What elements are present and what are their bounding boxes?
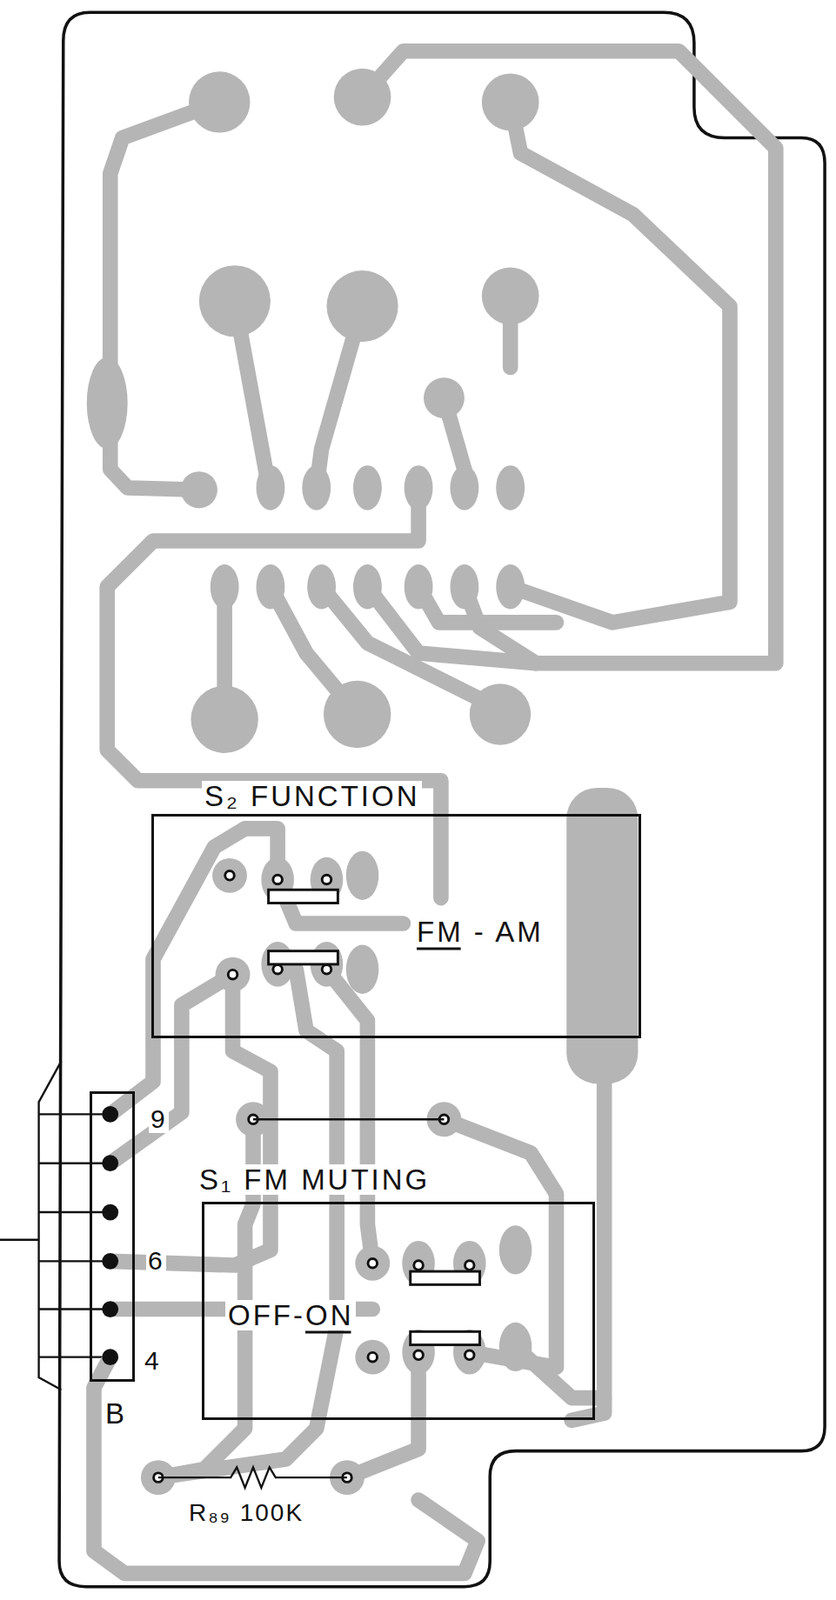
oval-pad [495, 465, 525, 511]
copper-pad [215, 957, 251, 993]
copper-pad [469, 683, 531, 745]
switch-contact [410, 1271, 481, 1285]
pin-number: 6 [146, 1247, 167, 1276]
switch-outline: S₂ FUNCTIONFM - AM [151, 814, 642, 1039]
lead-wire [39, 1308, 111, 1311]
drill-hole [414, 1261, 424, 1271]
copper-trace [418, 587, 556, 623]
copper-pad [354, 1246, 390, 1282]
copper-pad [326, 270, 398, 342]
oval-pad [449, 465, 479, 511]
copper-pad [180, 471, 218, 509]
oval-pad [346, 851, 380, 901]
copper-trace [326, 969, 373, 1265]
copper-trace [110, 829, 278, 1116]
copper-pad [481, 73, 540, 132]
lead-wire [39, 1211, 111, 1214]
oval-pad [210, 564, 240, 610]
lead-wire [39, 1163, 111, 1165]
switch-contact [268, 889, 339, 903]
oval-pad [404, 564, 434, 610]
resistor-symbol [158, 1467, 348, 1488]
copper-pad [354, 1340, 390, 1376]
switch-outline: S₁ FM MUTINGOFF-ON [201, 1202, 596, 1421]
lead-wire [39, 1356, 111, 1358]
header-pin [101, 1204, 119, 1222]
drill-hole [227, 969, 238, 980]
copper-pad [188, 71, 250, 133]
copper-traces [93, 51, 776, 1575]
resistor-label: R₈₉ 100K [187, 1500, 306, 1527]
oval-pad [499, 1225, 533, 1275]
drill-hole [367, 1258, 378, 1269]
copper-pads [140, 68, 540, 1496]
pin-number: 4 [142, 1347, 163, 1376]
switch-label: FM - AM [414, 916, 547, 948]
board-outline [59, 12, 825, 1588]
header-pin [101, 1106, 119, 1124]
drill-hole [464, 1261, 475, 1271]
header-pin [101, 1155, 119, 1172]
copper-trace [110, 975, 234, 1164]
oval-pad [86, 357, 128, 450]
header-pin [101, 1349, 119, 1366]
drill-hole [414, 1350, 424, 1361]
oval-pad [495, 564, 525, 610]
lead-wire [39, 1061, 62, 1391]
header-pin [101, 1301, 119, 1318]
oval-pad [256, 564, 286, 610]
oval-pad [404, 465, 434, 511]
oval-pad [301, 465, 331, 511]
oval-pad [307, 564, 336, 610]
drill-hole [321, 965, 332, 976]
copper-pad [334, 68, 392, 127]
copper-pad [481, 267, 540, 325]
lead-wire [39, 1113, 111, 1116]
underlines [305, 949, 462, 1333]
switch-contact [410, 1331, 481, 1345]
drill-hole [321, 875, 332, 885]
copper-bar [566, 788, 638, 1084]
drill-hole [273, 965, 283, 976]
copper-pad [323, 681, 391, 749]
switch-heading: S₁ FM MUTING [196, 1164, 433, 1196]
oval-pad [353, 465, 382, 511]
switch-contact [268, 951, 339, 965]
copper-pad [199, 265, 271, 337]
switch-heading: S₂ FUNCTION [201, 781, 422, 812]
lead-wire [0, 1239, 40, 1242]
oval-pad [499, 1323, 533, 1372]
drill-hole [367, 1352, 378, 1363]
copper-trace [158, 969, 337, 1479]
copper-pad [190, 686, 258, 754]
oval-pad [449, 564, 479, 610]
copper-pad [212, 858, 248, 894]
lead-wire [39, 1260, 111, 1263]
connector-leads [0, 1061, 111, 1391]
copper-trace [571, 1071, 605, 1421]
copper-trace [443, 1119, 556, 1368]
oval-pad [353, 564, 382, 610]
pin-number: 9 [148, 1105, 169, 1134]
connector-header: B [89, 1091, 135, 1383]
jumper-wire [253, 1118, 444, 1121]
oval-pad [346, 945, 380, 995]
switch-label: B [102, 1398, 130, 1430]
drill-hole [464, 1350, 475, 1361]
copper-pad [423, 377, 465, 419]
switch-bars [268, 889, 481, 1345]
switch-label: OFF-ON [225, 1300, 356, 1331]
oval-pad [256, 465, 286, 511]
copper-trace [510, 101, 730, 622]
underline [305, 1331, 352, 1335]
drill-hole [225, 871, 235, 882]
drill-hole [273, 875, 283, 885]
underline [416, 948, 462, 951]
copper-trace [362, 51, 776, 664]
header-pin [101, 1253, 119, 1271]
header-pins [101, 1106, 119, 1366]
